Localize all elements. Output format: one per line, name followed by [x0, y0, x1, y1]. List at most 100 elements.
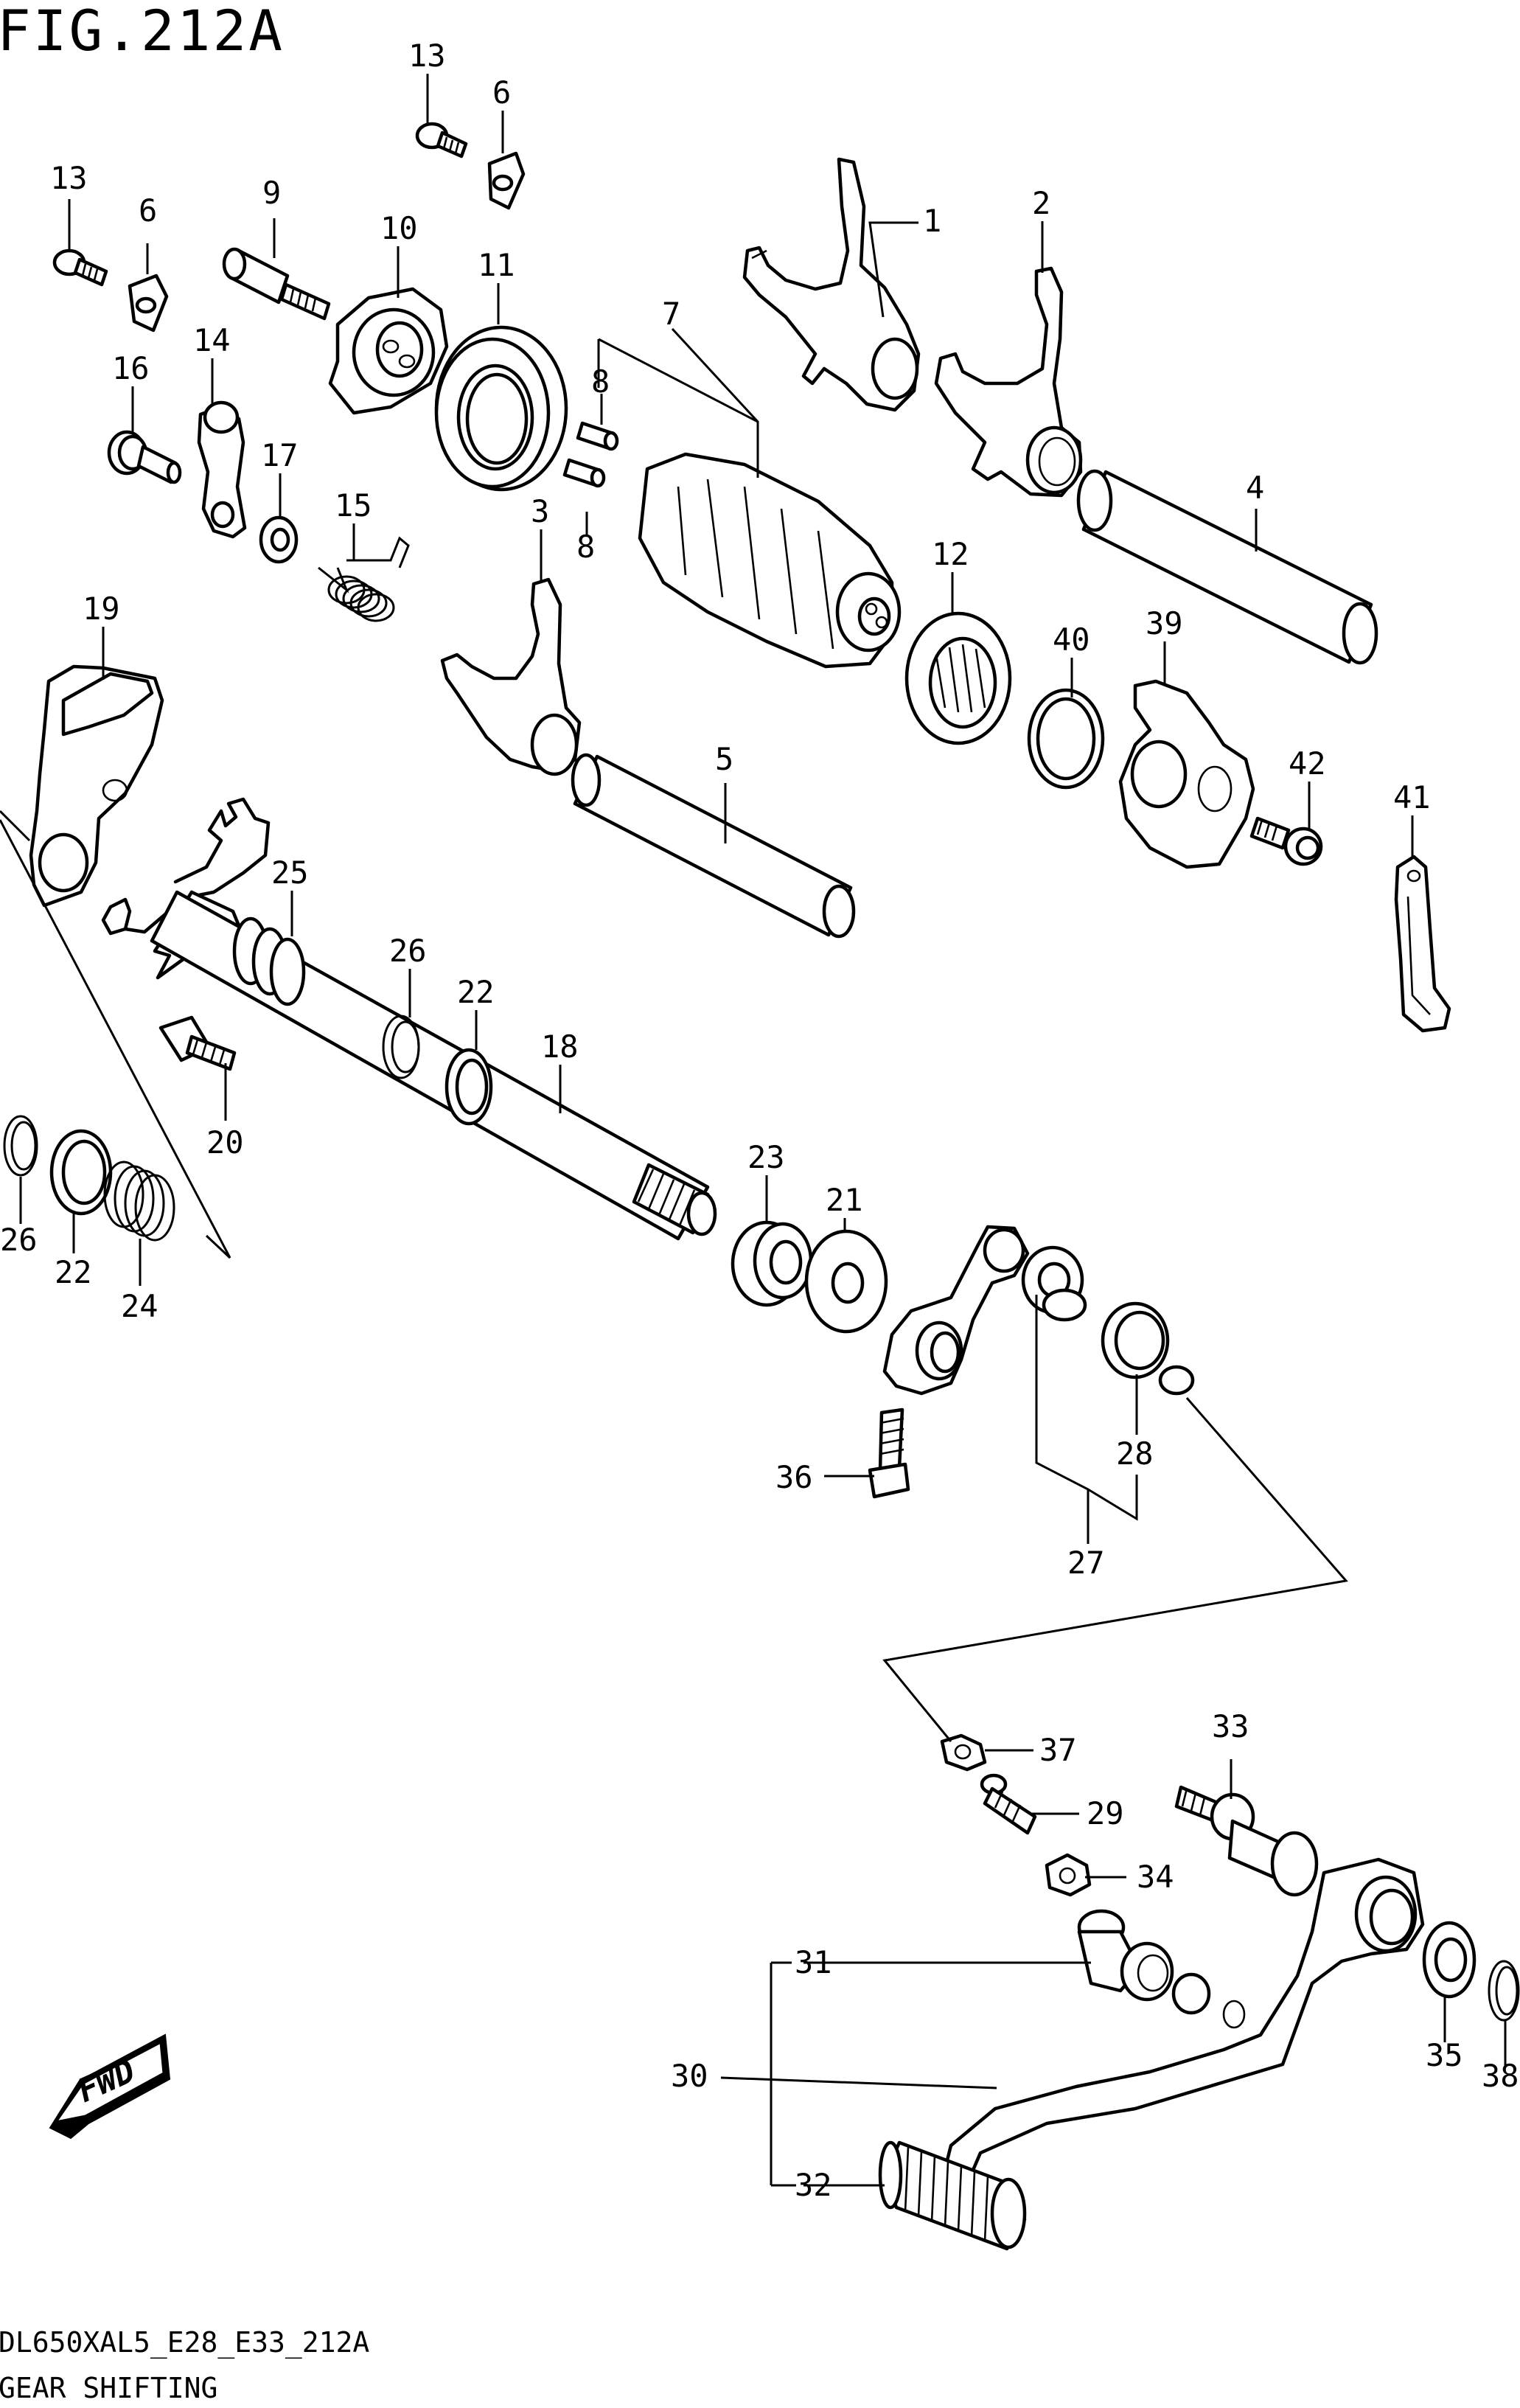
part-24-spring: [103, 1160, 175, 1242]
callout-25: 25: [271, 855, 309, 891]
part-42-bolt: [1249, 816, 1323, 866]
callout-27: 27: [1067, 1545, 1105, 1581]
callout-18: 18: [541, 1029, 579, 1065]
callout-32: 32: [795, 2167, 832, 2203]
part-31-lever-boss: [1077, 1909, 1211, 2015]
part-16-bolt: [107, 430, 182, 484]
part-30-gearshift-lever: [934, 1857, 1425, 2207]
callout-22-lower: 22: [55, 1254, 92, 1290]
part-12-needle-bearing: [904, 611, 1012, 745]
part-19-guide-plate: [29, 664, 164, 908]
part-26-circlip-lower: [3, 1115, 38, 1177]
callout-38: 38: [1482, 2058, 1519, 2094]
fwd-arrow-icon: FWD: [49, 2033, 171, 2140]
part-18-gearshift-shaft: [101, 797, 717, 1241]
part-2-shift-fork: [934, 266, 1083, 498]
callout-24: 24: [121, 1288, 158, 1324]
part-37-nut: [940, 1733, 987, 1772]
part-27-gearshift-lever-link: [882, 1225, 1087, 1396]
callout-9: 9: [262, 175, 281, 211]
callout-20: 20: [206, 1124, 244, 1160]
part-9-cam-stopper-pin: [222, 247, 331, 321]
part-23-oil-seal: [731, 1220, 813, 1307]
part-21-washer: [804, 1229, 888, 1334]
part-38-circlip: [1488, 1960, 1520, 2022]
part-1-shift-fork: [742, 157, 921, 412]
callout-15: 15: [335, 487, 372, 523]
callout-21: 21: [826, 1182, 863, 1218]
callout-12: 12: [932, 536, 969, 572]
callout-10: 10: [380, 210, 418, 246]
callout-14: 14: [193, 322, 231, 358]
part-6-lock-plate-upper: [487, 151, 526, 210]
part-34-nut: [1045, 1853, 1092, 1897]
callout-31: 31: [795, 1944, 832, 1980]
callout-16: 16: [112, 350, 150, 386]
callout-6-upper: 6: [492, 74, 511, 111]
callout-28: 28: [1116, 1436, 1154, 1472]
part-41-strap: [1394, 855, 1451, 1033]
callout-30: 30: [671, 2058, 708, 2094]
part-14-stopper-arm: [197, 400, 247, 539]
callout-36: 36: [775, 1459, 813, 1495]
part-17-washer: [259, 515, 299, 564]
part-36-bolt: [868, 1407, 910, 1499]
callout-13-left: 13: [50, 160, 88, 196]
callout-33: 33: [1212, 1708, 1249, 1744]
callout-numbers: 13 6 13 6 9 10 11 1 2 7 8 8 16 14 17 15 …: [0, 38, 1519, 2203]
callout-1: 1: [923, 203, 941, 239]
callout-37: 37: [1039, 1732, 1077, 1768]
callout-22-upper: 22: [457, 974, 495, 1010]
part-13-bolt-upper: [415, 122, 468, 159]
callout-19: 19: [83, 591, 120, 627]
part-11-bearing: [434, 325, 568, 492]
callout-17: 17: [261, 437, 299, 473]
part-10-shift-cam-plate: [328, 287, 449, 415]
part-29-bolt: [980, 1773, 1037, 1835]
callout-3: 3: [531, 493, 549, 529]
leader-lines: [0, 74, 1507, 2187]
callout-5: 5: [715, 741, 733, 777]
callout-2: 2: [1032, 185, 1050, 221]
callout-6-left: 6: [139, 192, 157, 229]
part-6-lock-plate-left: [128, 274, 169, 333]
callout-11: 11: [478, 247, 515, 283]
callout-40: 40: [1053, 622, 1090, 658]
diagram-code: DL650XAL5_E28_E33_212A: [0, 2326, 369, 2359]
callout-8-lower: 8: [576, 529, 595, 565]
part-20-stud: [158, 1015, 237, 1071]
callout-26-lower: 26: [0, 1222, 38, 1258]
part-22-washer-upper: [445, 1048, 493, 1126]
part-5-fork-shaft: [571, 753, 856, 939]
part-33-pivot-bolt: [1174, 1785, 1319, 1897]
callout-4: 4: [1246, 470, 1264, 506]
callout-7: 7: [662, 296, 680, 332]
part-39-clamp: [1118, 679, 1255, 869]
part-22-washer-lower: [49, 1129, 113, 1216]
part-35-washer: [1422, 1921, 1477, 1999]
diagram-caption: GEAR SHIFTING: [0, 2372, 217, 2404]
part-26-circlip-upper: [382, 1015, 420, 1079]
part-4-fork-shaft: [1076, 469, 1378, 665]
part-13-bolt-left: [52, 248, 108, 287]
callout-34: 34: [1137, 1859, 1174, 1895]
part-8-pin-upper: [576, 421, 619, 451]
callout-35: 35: [1426, 2037, 1463, 2073]
part-28-rod-end: [1101, 1301, 1195, 1396]
part-8-pin-lower: [562, 458, 606, 488]
callout-8-upper: 8: [591, 363, 610, 400]
callout-23: 23: [747, 1139, 785, 1175]
callout-29: 29: [1087, 1795, 1124, 1831]
part-7-gearshift-cam: [638, 452, 902, 669]
callout-42: 42: [1289, 745, 1326, 782]
callout-41: 41: [1393, 779, 1431, 815]
callout-39: 39: [1146, 605, 1183, 641]
part-32-footpeg-rubber: [878, 2140, 1027, 2251]
figure-title: FIG.212A: [0, 0, 285, 63]
callout-26-upper: 26: [389, 933, 427, 969]
part-15-spring: [318, 536, 410, 622]
part-3-shift-fork: [440, 577, 582, 776]
part-40-o-ring: [1027, 688, 1105, 790]
